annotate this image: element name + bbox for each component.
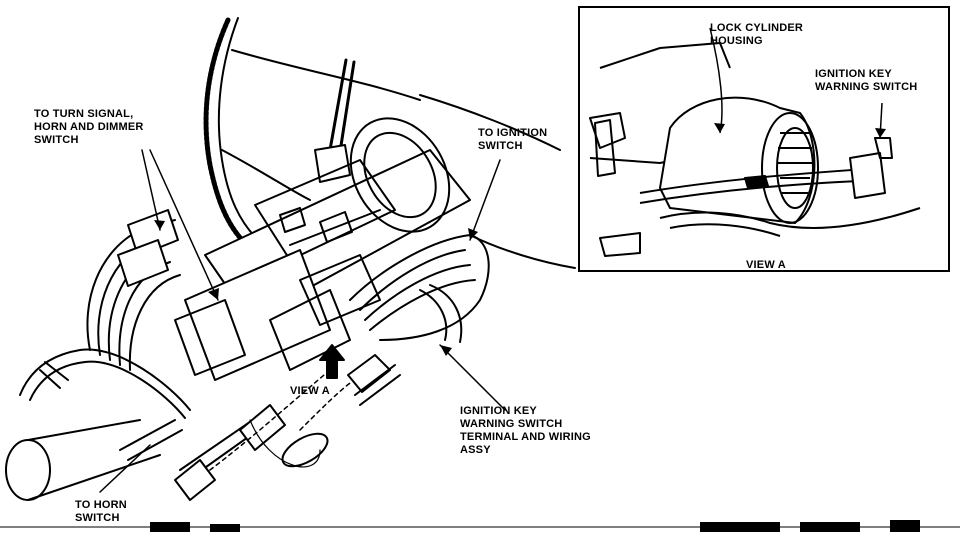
steering-wheel-spoke: [231, 49, 421, 101]
leader-horn: [99, 444, 151, 493]
column-tube-end: [5, 439, 51, 501]
dashboard-outline: [419, 94, 561, 151]
steering-wheel-rim: [203, 17, 253, 251]
shift-lever: [328, 58, 356, 154]
leader-ignition: [469, 159, 501, 241]
label-lock-cylinder-housing: LOCK CYLINDER HOUSING: [710, 22, 804, 47]
scan-noise-strip: [0, 520, 960, 532]
label-turn-signal-horn-dimmer: TO TURN SIGNAL, HORN AND DIMMER SWITCH: [34, 108, 144, 146]
label-key-warning-assy: IGNITION KEY WARNING SWITCH TERMINAL AND…: [460, 405, 591, 456]
inset-illustration: [589, 27, 921, 257]
lock-cylinder-housing: [659, 96, 816, 224]
key-warning-switch: [849, 152, 886, 199]
harness-right: [349, 234, 490, 341]
label-to-horn-switch: TO HORN SWITCH: [75, 499, 127, 524]
label-to-ignition-switch: TO IGNITION SWITCH: [478, 127, 548, 152]
view-a-arrow: [319, 344, 345, 379]
inset-caption-view-a: VIEW A: [746, 259, 786, 271]
leader-turn-signal: [141, 149, 219, 301]
label-view-a-pointer: VIEW A: [290, 385, 330, 397]
harness-strap: [19, 348, 191, 411]
view-a-inset: [578, 6, 950, 272]
leader-key-warning: [439, 344, 506, 411]
label-ignition-key-warning-switch: IGNITION KEY WARNING SWITCH: [815, 68, 918, 93]
